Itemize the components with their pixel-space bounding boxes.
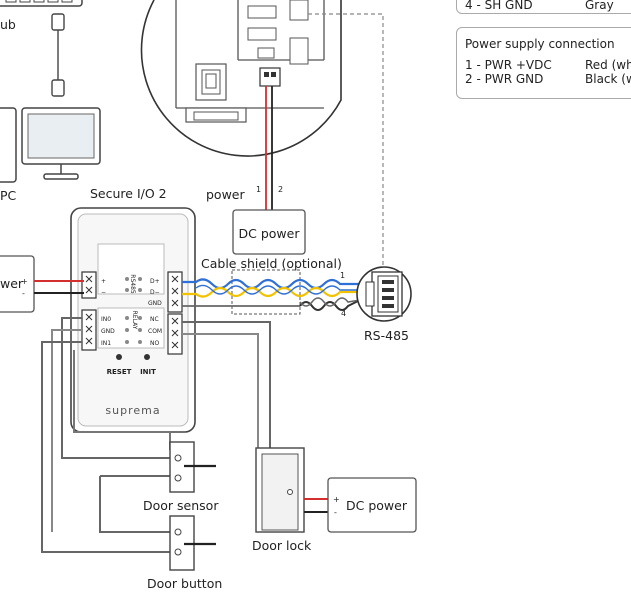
door-sensor-label: Door sensor [143, 498, 219, 513]
term-com: COM [148, 328, 162, 335]
power-label: power [206, 187, 245, 202]
dc-power-top-label: DC power [239, 226, 301, 241]
term-gnd: GND [148, 300, 162, 307]
rs-pin-1: 1 [340, 271, 345, 280]
door-button-label: Door button [147, 576, 222, 591]
left-power-box [0, 255, 35, 313]
door-lock-label: Door lock [252, 538, 312, 553]
pin-table-color: Gray [585, 0, 614, 12]
pin-1-label: 1 [256, 185, 261, 194]
door-button-icon [169, 515, 216, 571]
power-supply-table: Power supply connection 1 - PWR +VDC Red… [456, 27, 631, 99]
term-no: NO [150, 340, 159, 347]
dc-power-top-box [232, 209, 306, 255]
network-cable [51, 13, 65, 97]
power-row-2-pin: 2 - PWR GND [465, 72, 544, 86]
hub-device [0, 0, 83, 7]
pc-label: PC [0, 188, 17, 203]
cable-shield-label: Cable shield (optional) [201, 256, 342, 271]
reset-label: RESET [107, 368, 132, 376]
power-row-1-pin: 1 - PWR +VDC [465, 58, 552, 72]
pc-tower-icon [0, 107, 17, 183]
rs485-label: RS-485 [364, 328, 409, 343]
brand-logo: suprema [105, 404, 160, 417]
pin-table-fragment: 4 - SH GND Gray [456, 0, 631, 14]
term-gnd-in: GND [101, 328, 115, 335]
reset-button-dot [116, 354, 122, 360]
shield-dashed-line [308, 13, 384, 268]
term-nc: NC [150, 316, 159, 323]
term-in1: IN1 [101, 340, 111, 347]
power-row-2-color: Black (w [585, 72, 631, 86]
right-minus: - [334, 508, 337, 517]
right-plus: + [333, 495, 340, 504]
rs485-connector [356, 266, 412, 322]
dc-power-right-label: DC power [346, 498, 408, 513]
term-plus: + [101, 278, 106, 285]
pin-2-label: 2 [278, 185, 283, 194]
reader-detail-circle [140, 0, 342, 157]
init-button-dot [144, 354, 150, 360]
rs-pin-4: 4 [341, 309, 346, 318]
term-dminus: D− [150, 289, 160, 296]
pc-monitor-icon [21, 107, 101, 180]
door-wiring [41, 317, 271, 553]
power-table-title: Power supply connection [465, 37, 615, 51]
init-label: INIT [140, 368, 156, 376]
pin-table-pin: 4 - SH GND [465, 0, 533, 12]
secure-io-device [70, 207, 196, 433]
rs485-twisted-pair [182, 278, 361, 311]
hub-label: ub [0, 17, 16, 32]
term-minus: − [101, 289, 106, 296]
left-power-label: wer [0, 276, 24, 291]
rs485-block-label: RS485 [129, 274, 136, 294]
secure-io-label: Secure I/O 2 [90, 186, 167, 201]
left-minus: - [22, 289, 25, 298]
door-sensor-icon [169, 441, 216, 493]
cable-shield-box [231, 269, 301, 315]
door-lock-icon [255, 447, 305, 533]
power-row-1-color: Red (wh [585, 58, 631, 72]
relay-block-label: RELAY [131, 311, 138, 330]
term-dplus: D+ [150, 278, 160, 285]
left-plus: + [21, 277, 28, 286]
dc-power-right-box [327, 477, 417, 533]
term-in0: IN0 [101, 316, 111, 323]
